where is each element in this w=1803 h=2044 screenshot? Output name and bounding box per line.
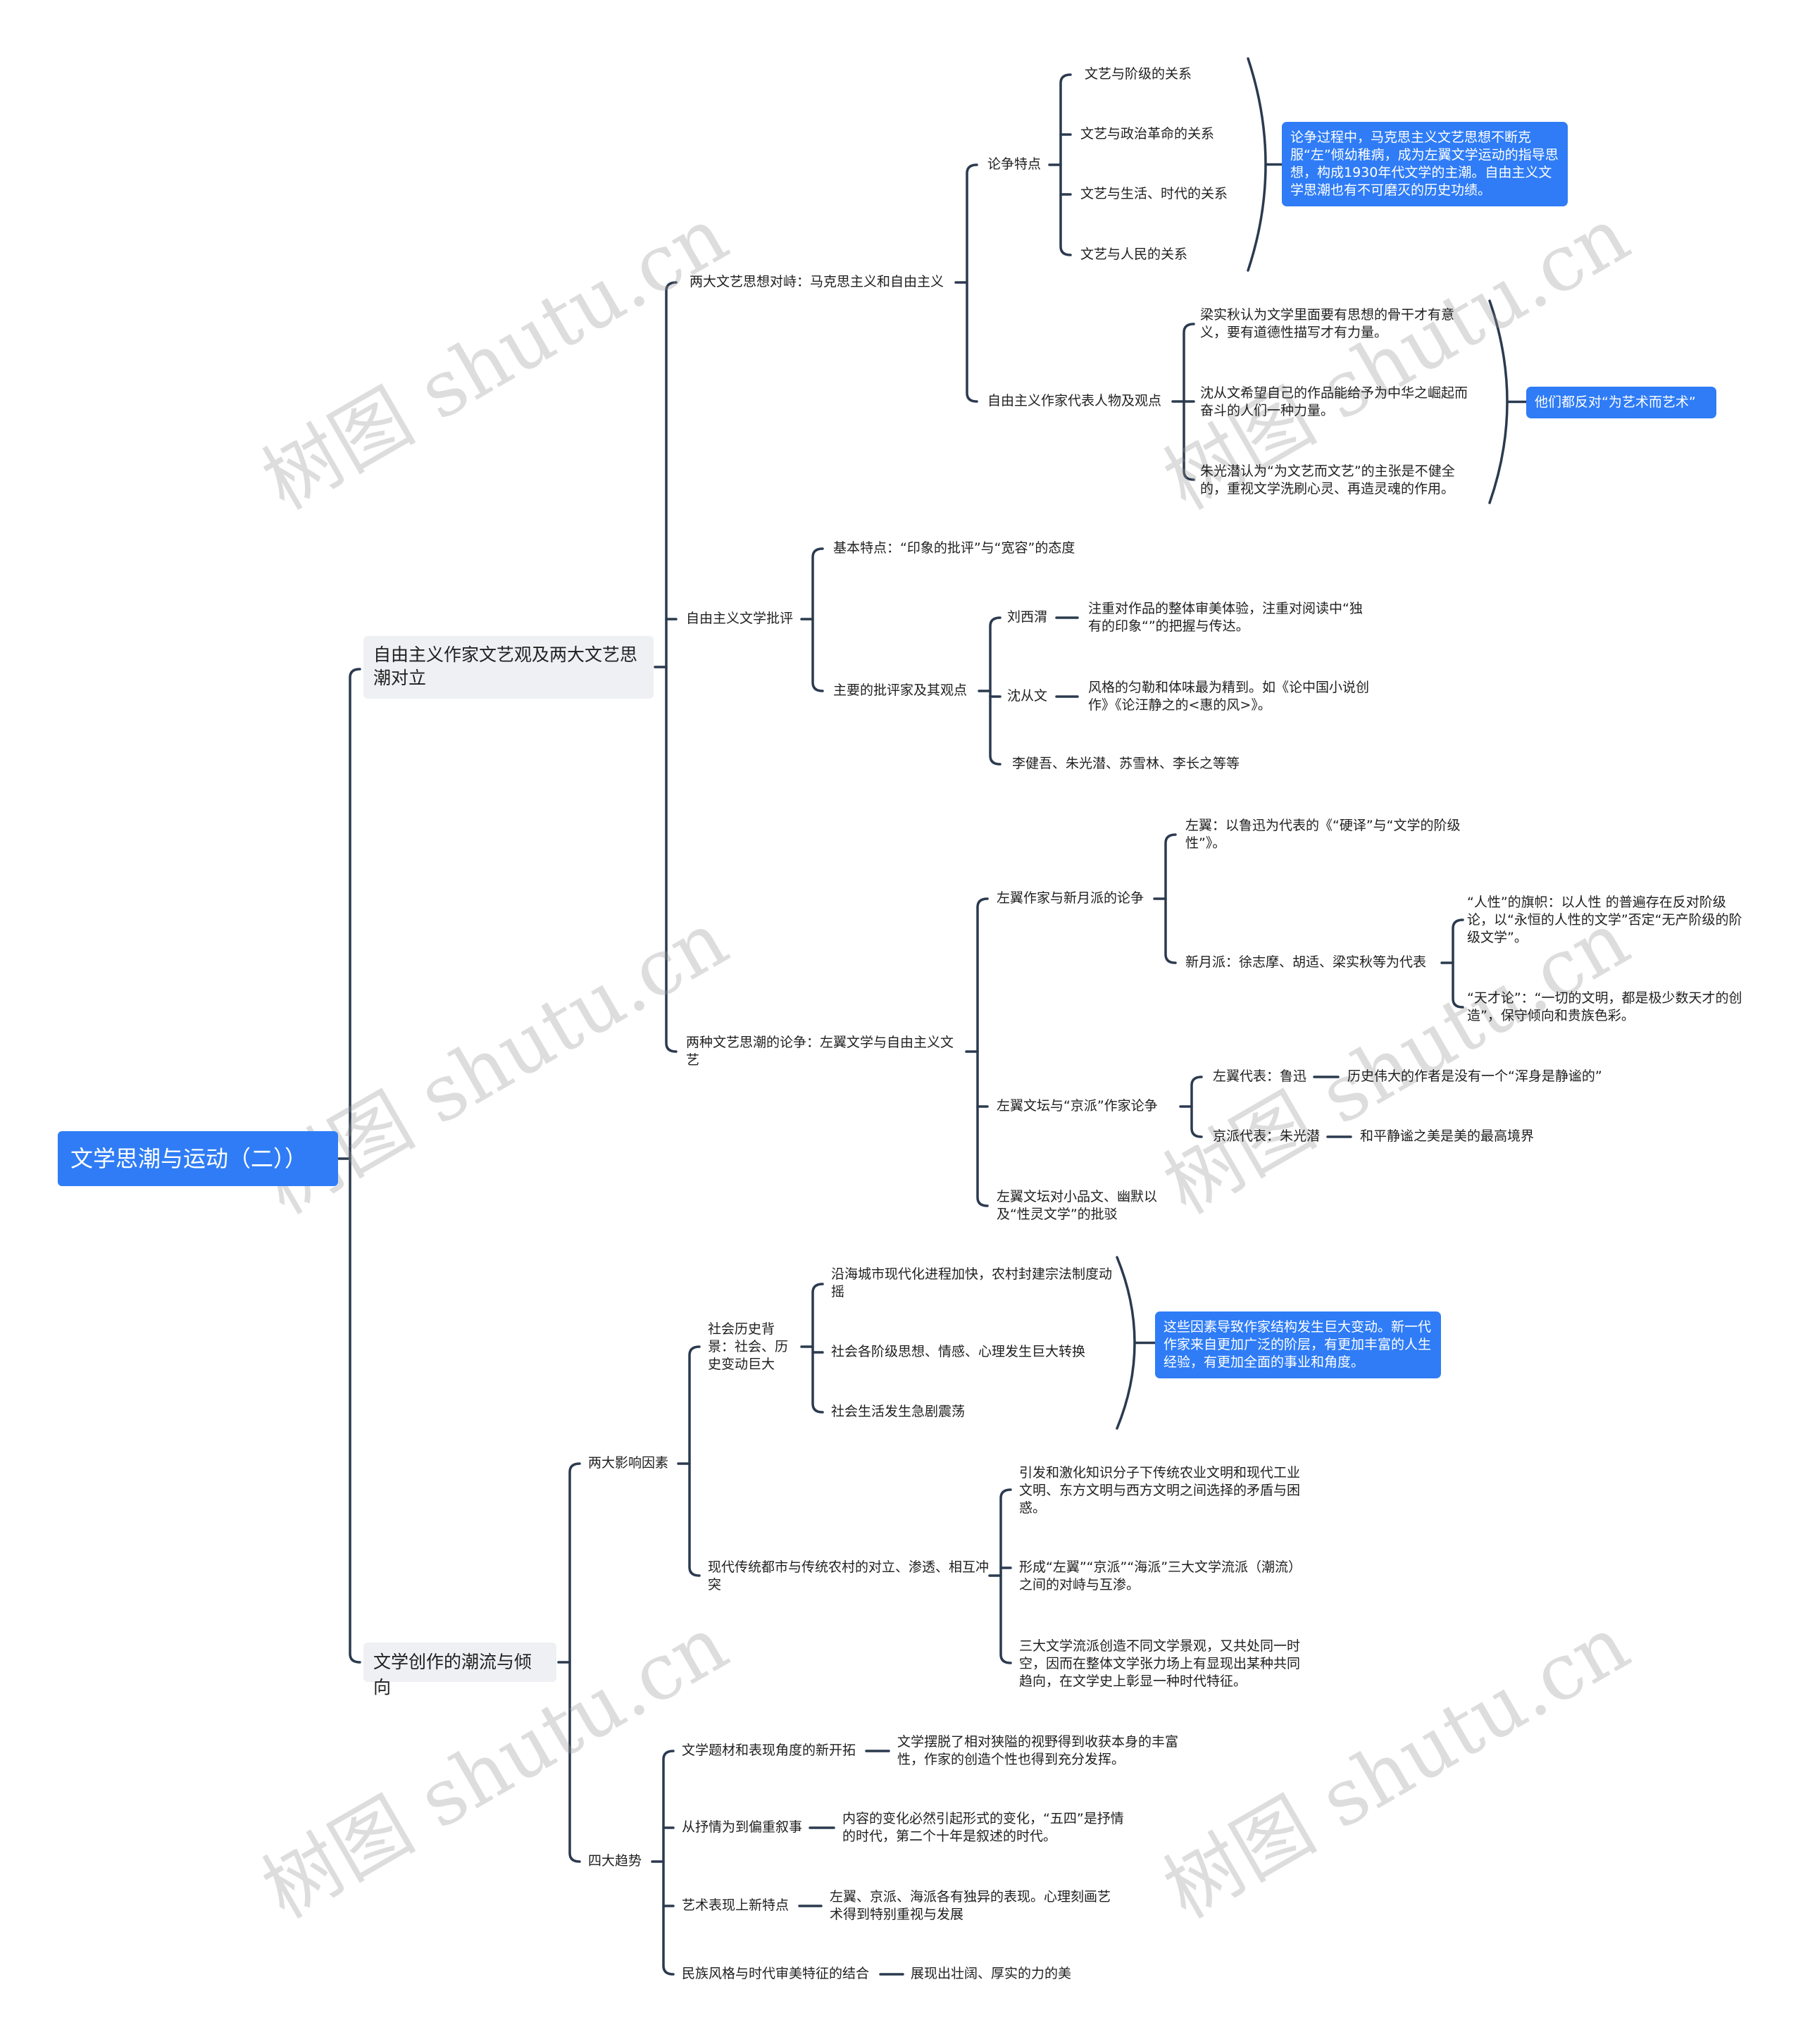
connector (989, 616, 1002, 766)
node-social-item[interactable]: 社会各阶级思想、情感、心理发生巨大转换 (831, 1344, 1086, 1359)
connector (665, 281, 678, 1053)
node-social-item[interactable]: 沿海城市现代化进程加快，农村封建宗法制度动摇 (831, 1266, 1113, 1300)
node-trend-desc[interactable]: 文学摆脱了相对狭隘的视野得到收获本身的丰富性，作家的创造个性也得到充分发挥。 (897, 1734, 1179, 1767)
connector (662, 1750, 675, 1976)
branch-liberal-views[interactable]: 自由主义作家文艺观及两大文艺思潮对立 (363, 636, 654, 699)
branch-creative-trends[interactable]: 文学创作的潮流与倾向 (363, 1643, 556, 1697)
connector (1247, 57, 1267, 272)
connector (1059, 73, 1072, 256)
node-debate-features[interactable]: 论争特点 (987, 156, 1042, 172)
node-feature-item[interactable]: 文艺与生活、时代的关系 (1080, 186, 1228, 201)
node-xinyue-view[interactable]: “人性”的旗帜：以人性 的普遍存在反对阶级论，以“永恒的人性的文学”否定“无产阶… (1467, 895, 1742, 945)
node-jingpai-debate[interactable]: 左翼文坛与“京派”作家论争 (997, 1098, 1158, 1114)
node-xinyue-school[interactable]: 新月派：徐志摩、胡适、梁实秋等为代表 (1185, 954, 1427, 970)
node-xinyue-debate[interactable]: 左翼作家与新月派的论争 (997, 890, 1144, 906)
connector (1164, 833, 1177, 964)
node-left-wing[interactable]: 左翼：以鲁迅为代表的《“硬译”与“文学的阶级性”》。 (1185, 818, 1461, 851)
node-feature-item[interactable]: 文艺与政治革命的关系 (1080, 126, 1215, 142)
connector (811, 547, 824, 692)
connector (976, 897, 989, 1207)
connector (1452, 918, 1464, 1009)
node-four-trends[interactable]: 四大趋势 (588, 1853, 642, 1869)
node-trend-label[interactable]: 艺术表现上新特点 (682, 1897, 790, 1913)
summary-note[interactable]: 这些因素导致作家结构发生巨大变动。新一代作家来自更加广泛的阶层，有更加丰富的人生… (1155, 1311, 1441, 1378)
node-social-item[interactable]: 社会生活发生急剧震荡 (831, 1404, 966, 1419)
node-urban-item[interactable]: 引发和激化知识分子下传统农业文明和现代工业文明、东方文明与西方文明之间选择的矛盾… (1019, 1465, 1301, 1516)
connector (999, 1488, 1012, 1664)
node-critic-desc[interactable]: 注重对作品的整体审美体验，注重对阅读中“独有的印象“”的把握与传达。 (1088, 601, 1363, 634)
node-jingpai-rep[interactable]: 京派代表：朱光潜 (1213, 1128, 1321, 1144)
node-critic-desc[interactable]: 风格的匀勒和体味最为精到。如《论中国小说创作》《论汪静之的<惠的风>》。 (1088, 680, 1370, 713)
summary-note[interactable]: 他们都反对“为艺术而艺术” (1526, 387, 1716, 418)
connector (966, 163, 978, 403)
node-left-rep[interactable]: 左翼代表：鲁迅 (1213, 1068, 1307, 1084)
node-writer-view[interactable]: 梁实秋认为文学里面要有思想的骨干才有意义，要有道德性描写才有力量。 (1200, 307, 1455, 340)
node-left-rep-desc[interactable]: 历史伟大的作者是没有一个“浑身是静谧的” (1347, 1068, 1602, 1084)
node-urban-item[interactable]: 形成“左翼”“京派”“海派”三大文学流派（潮流）之间的对峙与互渗。 (1019, 1559, 1295, 1593)
node-xinyue-view[interactable]: “天才论”：“一切的文明，都是极少数天才的创造”，保守倾向和贵族色彩。 (1467, 990, 1742, 1023)
node-writer-view[interactable]: 沈从文希望自己的作品能给予为中华之崛起而奋斗的人们一种力量。 (1200, 385, 1468, 418)
node-trend-desc[interactable]: 展现出壮阔、厚实的力的美 (911, 1966, 1072, 1981)
node-main-critics[interactable]: 主要的批评家及其观点 (833, 683, 968, 698)
node-critic-name[interactable]: 刘西渭 (1007, 609, 1048, 625)
node-feature-item[interactable]: 文艺与人民的关系 (1080, 247, 1188, 262)
node-urban-rural[interactable]: 现代传统都市与传统农村的对立、渗透、相互冲突 (708, 1559, 990, 1593)
connector (1116, 1256, 1136, 1430)
connector (349, 668, 361, 1664)
node-critic-others[interactable]: 李健吾、朱光潜、苏雪林、李长之等等 (1012, 756, 1240, 771)
connector (1488, 299, 1509, 504)
connector (568, 1462, 581, 1863)
node-critic-name[interactable]: 沈从文 (1007, 688, 1048, 704)
connector (688, 1345, 701, 1577)
connector (1190, 1076, 1203, 1138)
node-liberal-writers[interactable]: 自由主义作家代表人物及观点 (987, 393, 1162, 409)
node-two-trends-debate[interactable]: 两种文艺思潮的论争：左翼文学与自由主义文艺 (686, 1035, 954, 1068)
node-trend-desc[interactable]: 内容的变化必然引起形式的变化，“五四”是抒情的时代，第二个十年是叙述的时代。 (842, 1811, 1124, 1844)
node-trend-label[interactable]: 文学题材和表现角度的新开拓 (682, 1743, 856, 1758)
node-jingpai-rep-desc[interactable]: 和平静谧之美是美的最高境界 (1360, 1128, 1535, 1144)
root-topic[interactable]: 文学思潮与运动（二）） (58, 1131, 338, 1186)
node-writer-view[interactable]: 朱光潜认为“为文艺而文艺”的主张是不健全的，重视文学洗刷心灵、再造灵魂的作用。 (1200, 463, 1455, 497)
node-trend-label[interactable]: 从抒情为到偏重叙事 (682, 1819, 803, 1835)
summary-note[interactable]: 论争过程中，马克思主义文艺思想不断克服“左”倾幼稚病，成为左翼文学运动的指导思想… (1282, 122, 1568, 206)
connector (811, 1283, 824, 1414)
node-social-background[interactable]: 社会历史背景：社会、历史变动巨大 (708, 1321, 789, 1372)
node-urban-item[interactable]: 三大文学流派创造不同文学景观，又共处同一时空，因而在整体文学张力场上有显现出某种… (1019, 1638, 1301, 1689)
node-liberal-criticism[interactable]: 自由主义文学批评 (686, 611, 794, 626)
node-basic-features[interactable]: 基本特点：“印象的批评”与“宽容”的态度 (833, 540, 1075, 556)
node-trend-label[interactable]: 民族风格与时代审美特征的结合 (682, 1966, 870, 1981)
node-two-thoughts[interactable]: 两大文艺思想对峙：马克思主义和自由主义 (690, 274, 944, 289)
node-two-factors[interactable]: 两大影响因素 (588, 1455, 669, 1471)
node-critique[interactable]: 左翼文坛对小品文、幽默以及“性灵文学”的批驳 (997, 1189, 1158, 1222)
node-feature-item[interactable]: 文艺与阶级的关系 (1085, 66, 1192, 82)
node-trend-desc[interactable]: 左翼、京派、海派各有独异的表现。心理刻画艺术得到特别重视与发展 (830, 1889, 1111, 1922)
